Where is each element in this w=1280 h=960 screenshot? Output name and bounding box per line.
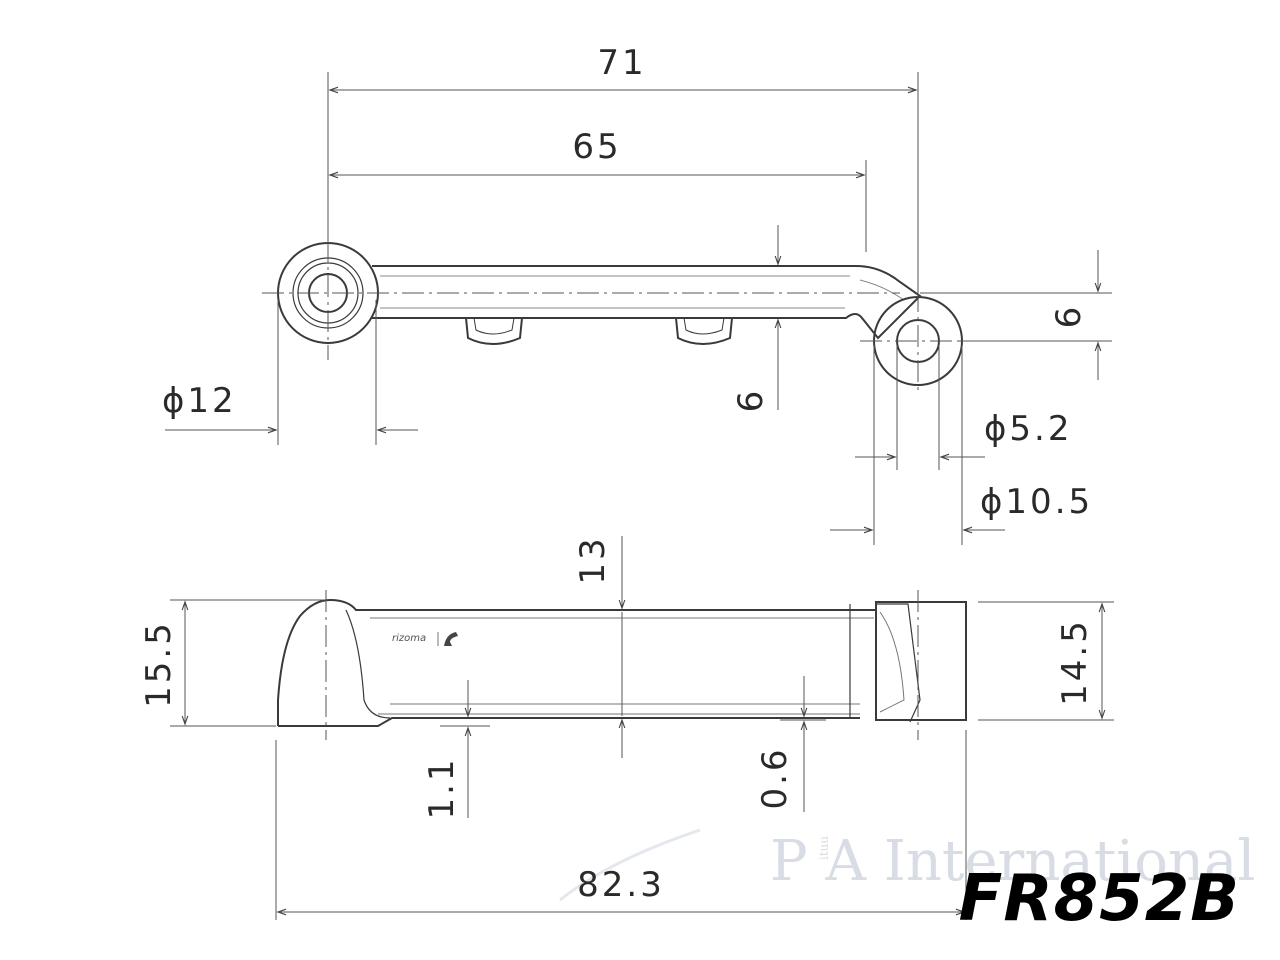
top-bar-body: [372, 265, 922, 340]
side-dimension-lines: [170, 536, 1114, 920]
dim-side-right-height: 14.5: [1055, 618, 1095, 706]
dim-top-bar-height: 6: [731, 388, 771, 413]
dim-top-right-diameter: ϕ10.5: [980, 482, 1093, 522]
dim-side-overall-length: 82.3: [577, 865, 665, 905]
dim-side-left-height: 15.5: [139, 620, 179, 708]
dim-side-width: 13: [573, 535, 613, 584]
dim-top-center-distance: 65: [572, 127, 621, 167]
watermark: P A International ituu: [559, 828, 1255, 902]
side-right-block: [875, 601, 967, 721]
model-number: FR852B: [958, 862, 1240, 936]
svg-text:rizoma: rizoma: [392, 633, 426, 644]
dim-top-right-offset: 6: [1049, 304, 1089, 329]
top-dimension-lines: [165, 72, 1112, 545]
dim-side-step-left: 1.1: [422, 756, 462, 819]
top-screw-left: [465, 317, 523, 345]
side-left-block: [277, 598, 362, 726]
watermark-small-text: ituu: [817, 836, 831, 860]
top-screw-right: [675, 317, 733, 345]
dim-top-hole-diameter: ϕ5.2: [984, 409, 1073, 449]
side-center-lines: [325, 590, 919, 740]
top-view-part: [277, 242, 963, 386]
dim-top-overall-length: 71: [597, 43, 646, 83]
part-logo: rizoma: [392, 632, 458, 646]
watermark-text: P A International: [770, 829, 1255, 894]
dim-side-step-right: 0.6: [755, 746, 795, 809]
dim-top-left-diameter: ϕ12: [162, 381, 237, 421]
